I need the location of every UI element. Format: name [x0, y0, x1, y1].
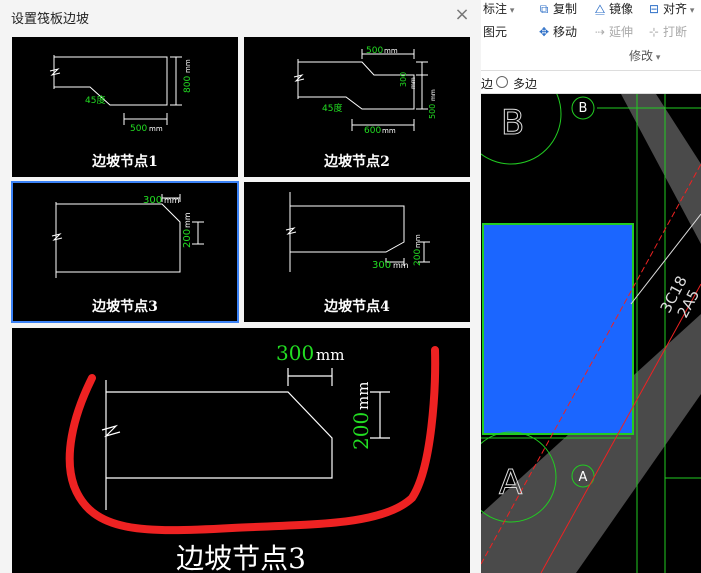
break-label: 打断 [663, 25, 688, 39]
red-freehand-outline [65, 346, 440, 535]
move-label: 移动 [553, 25, 578, 39]
multi-edge-label: 多边 [513, 77, 538, 91]
extend-button[interactable]: ⇢延伸 [593, 23, 633, 40]
slope-node-4-tile[interactable]: 300 mm 200 mm 边坡节点4 [244, 182, 470, 322]
axis-a-large-label: A [499, 463, 522, 503]
tile-caption: 边坡节点2 [324, 154, 390, 170]
mirror-icon: ⧋ [594, 2, 606, 16]
raft-slope-dialog: 设置筏板边坡 × 45度 500 mm 800 [0, 0, 481, 573]
modify-ribbon: 标注 ▾ ⧉ 复制 ⧋镜像 ⊟对齐 ▾ 图元 ✥移动 ⇢延伸 ⊹打断 修改 ▾ [481, 0, 701, 70]
width-label: 500 [130, 124, 147, 134]
height-label: 800 [183, 76, 193, 93]
height-unit: mm [183, 212, 192, 228]
height-unit: mm [354, 382, 372, 410]
width-label: 300 [276, 341, 314, 365]
slope-node-3-diagram: 300 mm 200 mm [51, 194, 204, 278]
height2-label: 500 [428, 104, 437, 119]
element-button[interactable]: 图元 [483, 23, 507, 40]
slope-node-3-tile[interactable]: 300 mm 200 mm 边坡节点3 [11, 181, 239, 323]
width-label: 300 [372, 260, 391, 271]
mirror-label: 镜像 [609, 2, 634, 16]
tile-caption: 边坡节点1 [92, 154, 158, 170]
extend-icon: ⇢ [594, 25, 606, 39]
dialog-title: 设置筏板边坡 [11, 12, 90, 27]
width-unit: mm [316, 346, 344, 364]
tile-caption: 边坡节点3 [92, 299, 158, 315]
slope-node-1-diagram: 45度 500 mm 800 mm [49, 55, 193, 134]
width-unit: mm [164, 196, 180, 205]
break-icon: ⊹ [648, 25, 660, 39]
slope-node-2-diagram: 500 mm 300 mm 500 mm 45度 600 mm [293, 46, 437, 136]
slope-node-2-tile[interactable]: 500 mm 300 mm 500 mm 45度 600 mm 边坡节点2 [244, 37, 470, 177]
tile-caption: 边坡节点4 [324, 299, 390, 315]
move-icon: ✥ [538, 25, 550, 39]
options-bar: 边 多边 [481, 70, 701, 94]
modify-group-label: 修改 ▾ [629, 49, 661, 63]
raft-slab [482, 223, 634, 435]
angle-label: 45度 [85, 94, 105, 106]
height-unit: mm [414, 234, 422, 248]
align-label: 对齐 [663, 2, 688, 16]
cad-drawing: B A B A 3C18 2A5 [481, 94, 701, 573]
height-label: 200 [413, 249, 423, 266]
lower-beam [481, 314, 701, 573]
mirror-button[interactable]: ⧋镜像 [593, 0, 633, 17]
height2-unit: mm [430, 89, 437, 101]
bottom-width-label: 600 [364, 126, 381, 136]
align-button[interactable]: ⊟对齐 ▾ [648, 2, 695, 16]
top-width-label: 500 [366, 46, 383, 56]
slope-preview-panel: 300 mm 200 mm 边坡节点3 [12, 328, 470, 573]
rebar-line [630, 213, 701, 305]
copy-button[interactable]: ⧉ 复制 [537, 0, 577, 17]
red-guide-line [481, 163, 701, 565]
break-button[interactable]: ⊹打断 [647, 23, 687, 40]
width-label: 300 [143, 195, 162, 206]
top-width-unit: mm [384, 47, 398, 55]
element-label: 图元 [483, 25, 508, 39]
height-label: 200 [349, 412, 373, 450]
red-slab-edge [540, 283, 701, 573]
slope-node-1-tile[interactable]: 45度 500 mm 800 mm 边坡节点1 [12, 37, 238, 177]
close-icon[interactable]: × [454, 4, 470, 25]
axis-a-bubble-label: A [579, 470, 588, 485]
axis-b-large-label: B [501, 103, 524, 143]
width-unit: mm [393, 261, 409, 270]
upper-beam [621, 94, 701, 244]
height-unit: mm [184, 59, 192, 73]
extend-label: 延伸 [609, 25, 634, 39]
axis-b-bubble-label: B [579, 101, 588, 116]
multi-edge-radio[interactable] [496, 76, 508, 88]
height-label: 200 [182, 229, 193, 248]
modify-group-text: 修改 [629, 49, 654, 63]
copy-label: 复制 [553, 2, 578, 16]
width-unit: mm [149, 125, 163, 133]
slope-preview-diagram: 300 mm 200 mm 边坡节点3 [65, 341, 440, 573]
annotate-label: 标注 [483, 2, 508, 16]
preview-caption: 边坡节点3 [176, 542, 306, 573]
height1-unit: mm [410, 77, 417, 89]
bottom-width-unit: mm [382, 127, 396, 135]
slope-node-4-diagram: 300 mm 200 mm [285, 192, 430, 272]
cad-canvas[interactable]: B A B A 3C18 2A5 [481, 94, 701, 573]
move-button[interactable]: ✥移动 [537, 23, 577, 40]
align-icon: ⊟ [648, 2, 660, 16]
copy-icon: ⧉ [539, 2, 549, 16]
angle-label: 45度 [322, 102, 342, 114]
height1-label: 300 [399, 72, 408, 87]
annotate-button[interactable]: 标注 ▾ [483, 2, 515, 16]
edge-option-fragment: 边 [481, 77, 494, 91]
